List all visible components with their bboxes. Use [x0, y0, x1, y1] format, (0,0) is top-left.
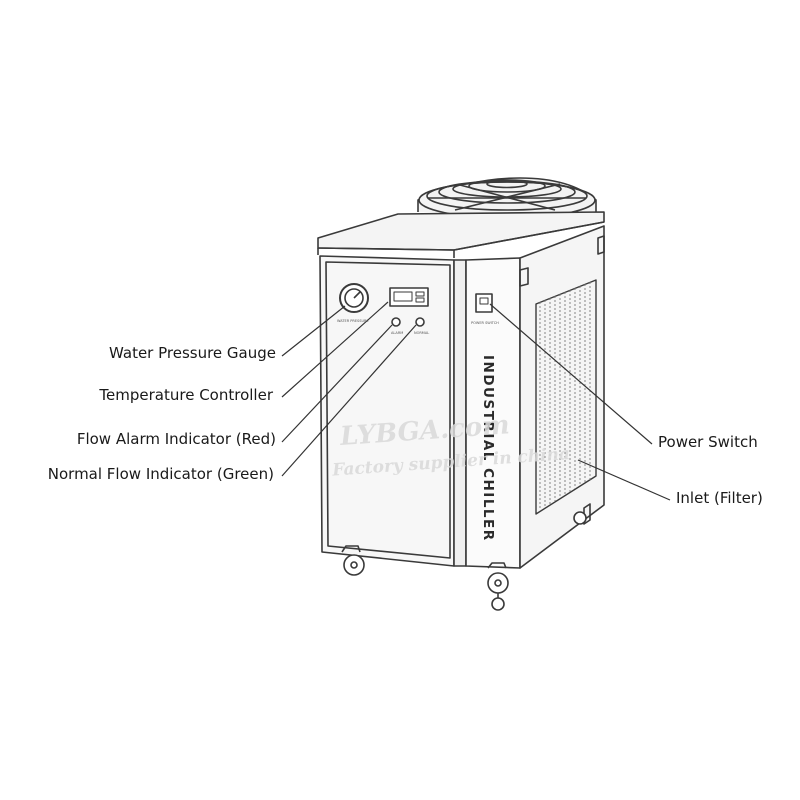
power-switch: [475, 293, 493, 313]
inlet-filter-grille: [535, 279, 597, 515]
power-caption: POWER SWITCH: [471, 321, 499, 325]
industrial-chiller-text: INDUSTRIAL CHILLER: [480, 355, 496, 542]
front-panel: [319, 255, 521, 569]
label-flow-alarm-indicator: Flow Alarm Indicator (Red): [76, 430, 276, 448]
caster-rear-right: [573, 511, 587, 525]
label-inlet-filter: Inlet (Filter): [676, 489, 763, 507]
leader-power-switch: [489, 303, 653, 445]
leader-water-pressure: [281, 305, 346, 357]
label-temperature-controller: Temperature Controller: [99, 386, 273, 404]
label-normal-flow-indicator: Normal Flow Indicator (Green): [47, 465, 274, 483]
alarm-caption: ALARM: [391, 331, 403, 335]
water-pressure-gauge: [339, 283, 369, 313]
leader-temp-controller: [281, 301, 389, 398]
leader-lines: [281, 301, 671, 501]
fan-guard: [417, 177, 597, 219]
top-lid: [317, 211, 605, 258]
normal-flow-indicator: [415, 317, 425, 327]
leader-flow-alarm: [281, 324, 393, 443]
flow-alarm-indicator: [391, 317, 401, 327]
label-water-pressure-gauge: Water Pressure Gauge: [109, 344, 276, 362]
caster-front-left: [341, 545, 365, 576]
side-panel: [519, 225, 605, 569]
leader-normal-flow: [281, 324, 417, 477]
normal-caption: NORMAL: [414, 331, 429, 335]
label-power-switch: Power Switch: [658, 433, 758, 451]
temperature-controller: [389, 287, 429, 307]
gauge-caption: WATER PRESSURE: [337, 319, 369, 323]
leader-inlet-filter: [577, 459, 671, 501]
caster-front-right: [487, 562, 509, 611]
